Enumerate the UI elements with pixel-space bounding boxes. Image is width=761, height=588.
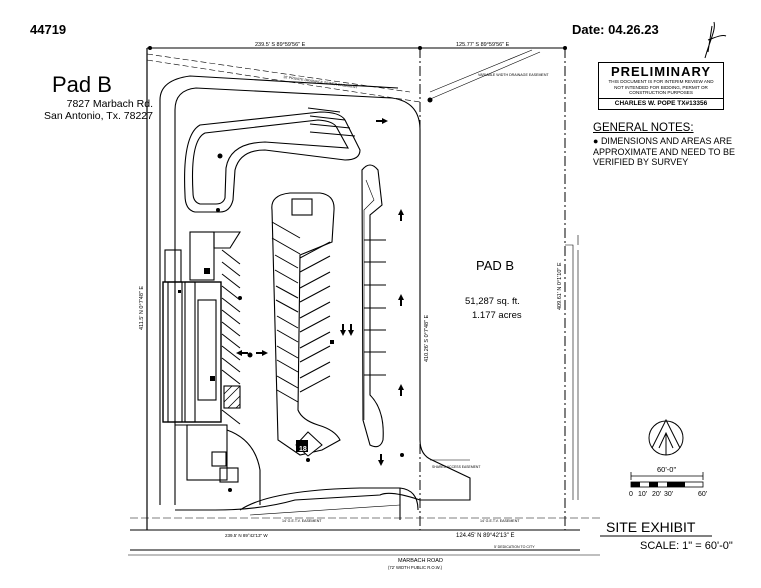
- pavement-outline: [159, 75, 471, 520]
- dim-middle: 410.26' S 0°7'48" E: [424, 314, 430, 362]
- pad-area-acres: 1.177 acres: [472, 310, 522, 321]
- hatch-pattern: [223, 385, 241, 409]
- easement-bottom-left: 14' G.E.T.V. EASEMENT: [282, 519, 322, 523]
- site-exhibit-title: SITE EXHIBIT: [606, 519, 696, 535]
- general-notes-title: GENERAL NOTES:: [593, 122, 694, 134]
- preliminary-line-2: NOT INTENDED FOR BIDDING, PERMIT OR: [614, 84, 708, 90]
- road-name: MARBACH ROAD: [398, 558, 443, 564]
- easement-dedication: 5' DEDICATION TO CITY: [494, 545, 535, 549]
- address-line-2: San Antonio, Tx. 78227: [44, 110, 153, 122]
- easement-shared: SHARED ACCESS EASEMENT: [432, 465, 480, 469]
- general-notes-item: ● DIMENSIONS AND AREAS ARE APPROXIMATE A…: [593, 136, 753, 168]
- address-line-1: 7827 Marbach Rd.: [66, 98, 153, 110]
- dim-bottom-left: 239.5' N 89°42'13" W: [225, 533, 268, 538]
- site-name: Pad B: [52, 72, 112, 97]
- scale-tick-30: 30': [664, 491, 673, 498]
- road-row: (72' WIDTH PUBLIC R.O.W.): [388, 565, 443, 570]
- document-id: 44719: [30, 22, 67, 37]
- dim-left: 411.5' N 0°7'48" E: [139, 286, 145, 330]
- general-notes-text: DIMENSIONS AND AREAS ARE APPROXIMATE AND…: [593, 136, 736, 167]
- preliminary-line-1: THIS DOCUMENT IS FOR INTERIM REVIEW AND: [608, 79, 714, 84]
- site-features: [148, 46, 567, 492]
- preliminary-title: PRELIMINARY: [610, 64, 712, 79]
- dim-top-left: 239.5' S 89°59'56" E: [255, 42, 306, 48]
- preliminary-line-3: CONSTRUCTION PURPOSES: [629, 90, 693, 95]
- preliminary-stamp: PRELIMINARY THIS DOCUMENT IS FOR INTERIM…: [598, 62, 724, 110]
- document-date: Date: 04.26.23: [572, 22, 659, 37]
- parking-stripes: [221, 107, 386, 425]
- building-number: 18: [299, 446, 307, 453]
- scale-tick-10: 10': [638, 491, 647, 498]
- pad-label: PAD B: [476, 258, 514, 273]
- north-arrow-icon: [648, 418, 684, 456]
- building-marker: [295, 431, 323, 457]
- traffic-arrows: [236, 118, 404, 466]
- preliminary-signer: CHARLES W. POPE TX#13356: [599, 97, 723, 107]
- pad-area-sqft: 51,287 sq. ft.: [465, 296, 520, 307]
- scale-label: SCALE: 1" = 60'-0": [640, 540, 733, 552]
- scale-bar: [630, 472, 704, 488]
- dim-right: 409.61' N 0°1'10" E: [557, 262, 563, 310]
- dim-bottom-right: 124.45' N 89°42'13" E: [456, 533, 515, 539]
- dim-top-right: 125.77' S 89°59'56" E: [456, 42, 510, 48]
- bullet-icon: ●: [593, 136, 601, 146]
- easement-bottom-right: 14' G.E.T.V. EASEMENT: [480, 519, 520, 523]
- scale-tick-60: 60': [698, 491, 707, 498]
- scale-bar-top-label: 60'-0": [657, 465, 676, 474]
- signature: [704, 21, 727, 59]
- easement-variable: VARIABLE WIDTH DRAINAGE EASEMENT: [478, 73, 549, 77]
- scale-tick-20: 20': [652, 491, 661, 498]
- scale-tick-0: 0: [629, 491, 633, 498]
